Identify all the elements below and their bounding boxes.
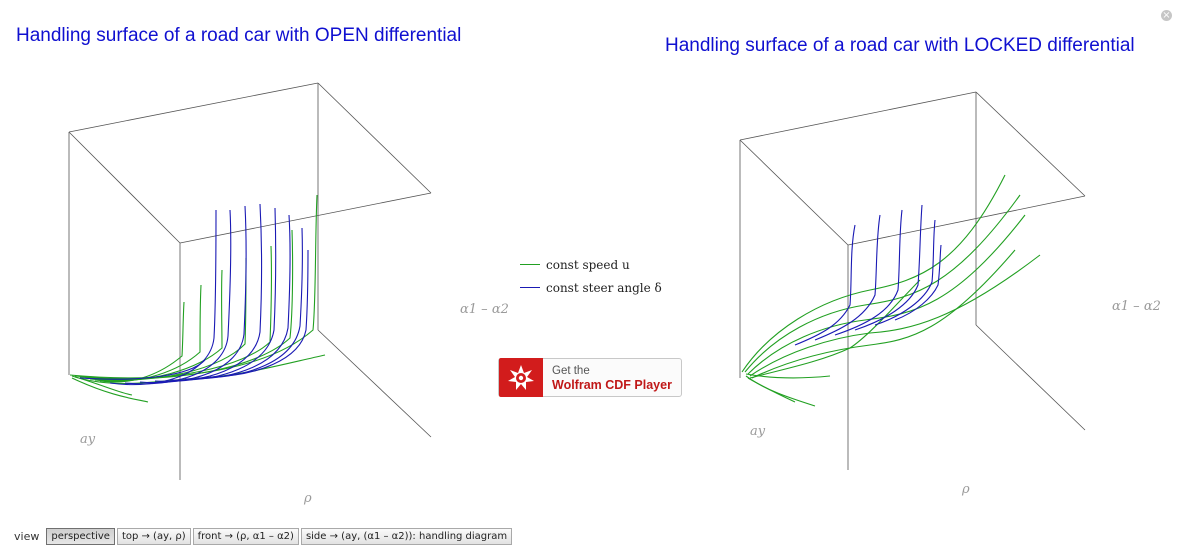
view-label: view [14, 530, 40, 543]
green-curve [71, 375, 133, 396]
axis-label-alpha: α1 – α2 [460, 302, 509, 317]
green-curve [89, 269, 223, 382]
chart-title-locked: Handling surface of a road car with LOCK… [665, 35, 1135, 56]
cdf-player-name: Wolfram CDF Player [552, 377, 672, 392]
green-curve [745, 375, 816, 407]
view-selector: view perspective top → (ay, ρ) front → (… [14, 528, 513, 545]
green-curve [79, 245, 272, 380]
chart-title-open: Handling surface of a road car with OPEN… [16, 25, 462, 46]
axis-label-alpha: α1 – α2 [1112, 299, 1161, 314]
cdf-badge-text: Get the Wolfram CDF Player [552, 364, 672, 392]
close-icon[interactable]: × [1161, 10, 1172, 21]
legend-item-const-steer: const steer angle δ [520, 276, 662, 299]
green-curve [745, 373, 831, 379]
view-perspective-button[interactable]: perspective [46, 528, 115, 545]
green-curve [741, 174, 1006, 373]
axis-label-rho: ρ [303, 491, 312, 506]
bounding-box [68, 82, 432, 480]
green-curve [69, 194, 318, 379]
legend: const speed u const steer angle δ [520, 253, 662, 299]
cdf-get-label: Get the [552, 364, 590, 377]
green-curve [94, 284, 202, 382]
blue-curve [169, 207, 277, 381]
green-curve [749, 279, 921, 379]
blue-curve [834, 209, 903, 336]
surface-curves [69, 194, 326, 403]
blue-curve [874, 219, 936, 326]
legend-label: const speed u [546, 257, 630, 272]
legend-swatch-green [520, 264, 540, 265]
surface-curves [741, 174, 1041, 407]
blue-curve [814, 214, 881, 341]
blue-curve [894, 244, 942, 321]
axis-label-rho: ρ [961, 482, 970, 497]
green-curve [751, 249, 1016, 379]
green-curve [749, 254, 1041, 377]
view-top-button[interactable]: top → (ay, ρ) [116, 528, 191, 545]
green-curve [71, 377, 149, 403]
handling-surface-locked-plot[interactable]: ay ρ α1 – α2 [670, 0, 1178, 520]
handling-surface-open-plot[interactable]: ay ρ α1 – α2 [0, 0, 520, 520]
blue-curve [854, 204, 923, 331]
blue-curve [794, 224, 856, 346]
axis-label-ay: ay [80, 432, 96, 447]
blue-curve [197, 227, 303, 379]
green-curve [99, 301, 185, 383]
blue-curve [209, 249, 309, 378]
view-front-button[interactable]: front → (ρ, α1 – α2) [192, 528, 299, 545]
wolfram-spikey-icon [499, 358, 543, 397]
blue-curve [79, 359, 206, 380]
blue-curve [184, 214, 291, 380]
legend-item-const-speed: const speed u [520, 253, 662, 276]
get-cdf-player-button[interactable]: Get the Wolfram CDF Player [498, 358, 682, 397]
axis-label-ay: ay [750, 424, 766, 439]
legend-swatch-blue [520, 287, 540, 288]
legend-label: const steer angle δ [546, 280, 662, 295]
view-side-button[interactable]: side → (ay, (α1 – α2)): handling diagram [300, 528, 513, 545]
bounding-box [739, 91, 1086, 470]
